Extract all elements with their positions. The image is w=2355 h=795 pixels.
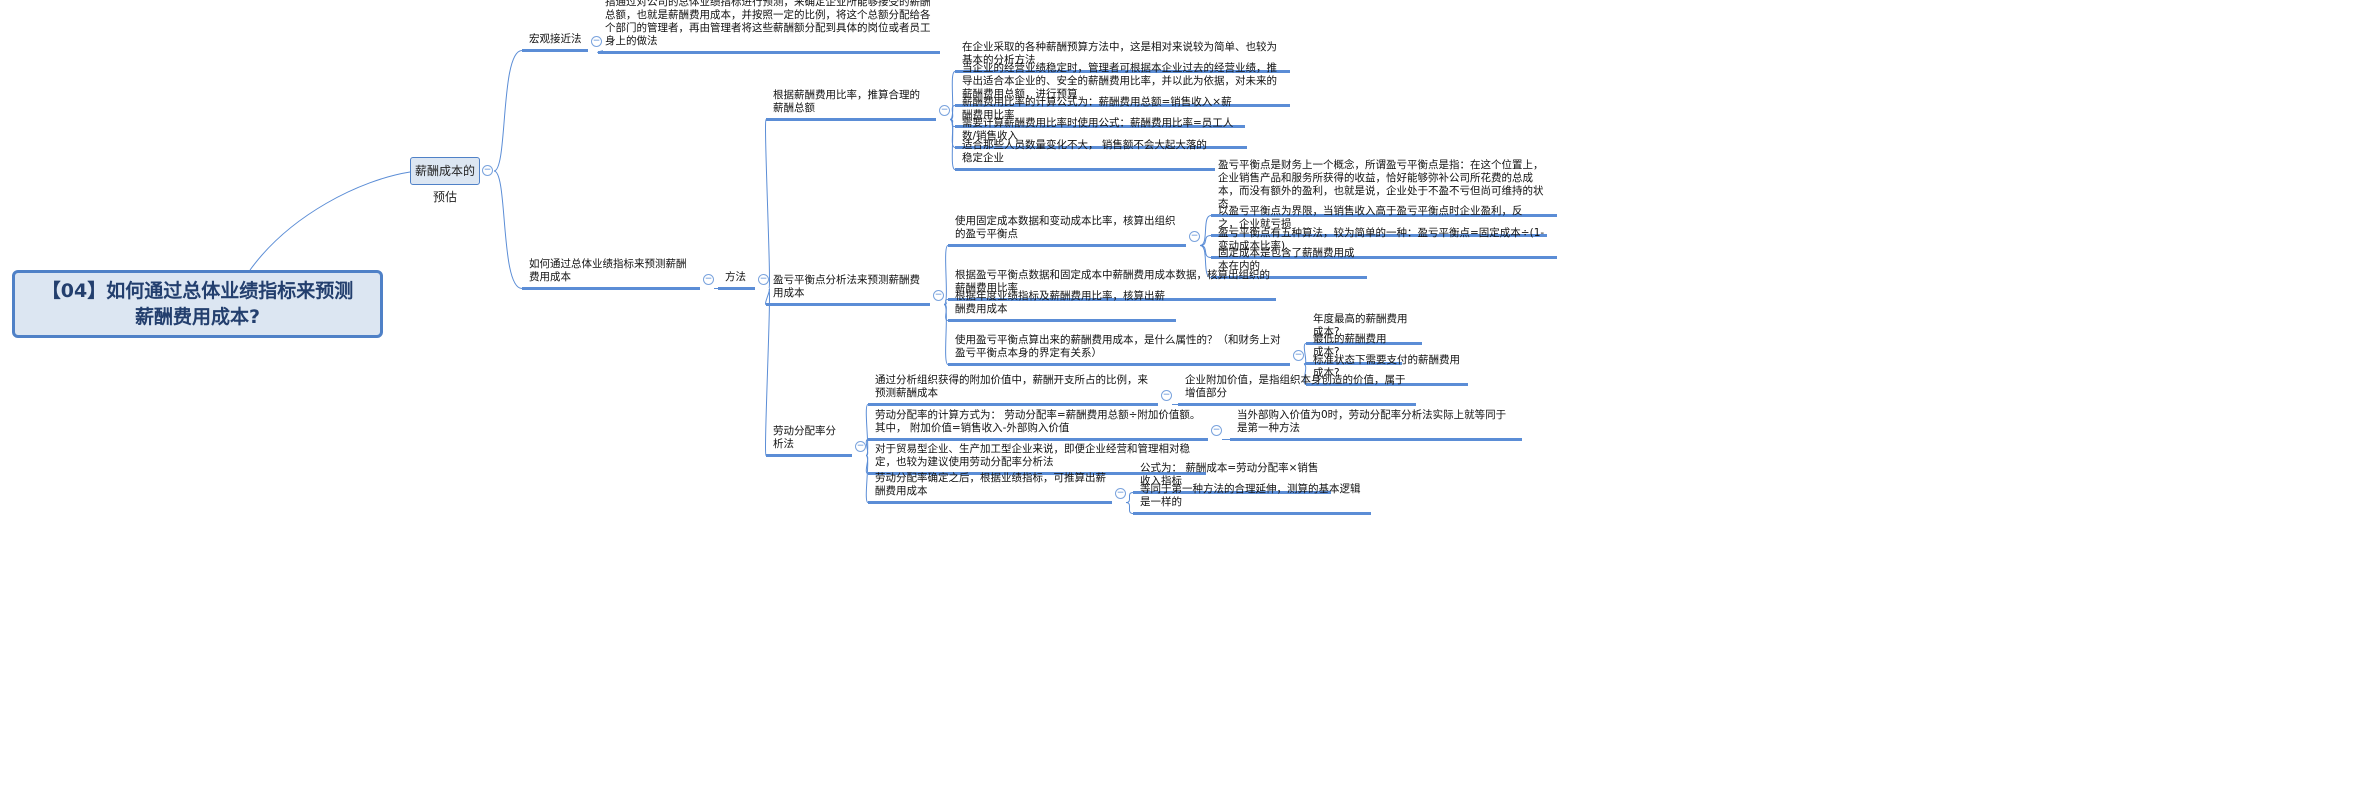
topic-ratio-item[interactable]: 在企业采取的各种薪酬预算方法中，这是相对来说较为简单、也较为基本的分析方法 — [955, 41, 1290, 73]
topic-label: 固定成本是包含了薪酬费用成本在内的 — [1218, 247, 1355, 272]
topic-labor-detail[interactable]: 等同于第一种方法的合理延伸，测算的基本逻辑是一样的 — [1133, 483, 1371, 515]
collapse-minus-icon[interactable]: − — [482, 165, 493, 176]
branch-connector — [1199, 235, 1212, 246]
branch-connector — [493, 50, 523, 172]
topic-ratio-item[interactable]: 需要计算薪酬费用比率时使用公式：薪酬费用比率=员工人数/销售收入 — [955, 117, 1247, 149]
root-title: 【04】如何通过总体业绩指标来预测薪酬费用成本? — [41, 280, 354, 328]
collapse-minus-icon[interactable]: − — [1189, 231, 1200, 242]
topic-breakeven-fact[interactable]: 以盈亏平衡点为界限，当销售收入高于盈亏平衡点时企业盈利，反之，企业就亏损 — [1211, 205, 1547, 237]
collapse-minus-icon[interactable]: − — [933, 290, 944, 301]
topic-labor-detail[interactable]: 企业附加价值，是指组织本身创造的价值，属于增值部分 — [1178, 374, 1416, 406]
topic-labor-item[interactable]: 对于贸易型企业、生产加工型企业来说，即便企业经营和管理相对稳定，也较为建议使用劳… — [868, 443, 1206, 475]
branch-connector — [1199, 215, 1212, 246]
topic-label: 需要计算薪酬费用比率时使用公式：薪酬费用比率=员工人数/销售收入 — [962, 117, 1234, 142]
topic-nature-question[interactable]: 最低的薪酬费用成本? — [1306, 333, 1402, 365]
collapse-minus-icon[interactable]: − — [591, 36, 602, 47]
topic-label: 标准状态下需要支付的薪酬费用成本? — [1313, 354, 1460, 379]
topic-label: 通过分析组织获得的附加价值中，薪酬开支所占的比例，来预测薪酬成本 — [875, 374, 1148, 399]
topic-breakeven-fact[interactable]: 盈亏平衡点有五种算法，较为简单的一种：盈亏平衡点=固定成本÷(1-变动成本比率) — [1211, 227, 1557, 259]
topic-ratio-method[interactable]: 根据薪酬费用比率，推算合理的薪酬总额 − — [766, 89, 950, 121]
topic-label: 当外部购入价值为0时，劳动分配率分析法实际上就等同于是第一种方法 — [1237, 409, 1507, 434]
topic-label: 劳动分配率的计算方式为： 劳动分配率=薪酬费用总额÷附加价值额。其中， 附加价值… — [875, 409, 1201, 434]
topic-label: 劳动分配率分析法 — [773, 425, 836, 450]
topic-how-to[interactable]: 如何通过总体业绩指标来预测薪酬费用成本 − — [522, 258, 714, 290]
topic-label: 等同于第一种方法的合理延伸，测算的基本逻辑是一样的 — [1140, 483, 1361, 508]
branch-connector — [493, 170, 523, 289]
topic-labor-detail[interactable]: 公式为： 薪酬成本=劳动分配率×销售收入指标 — [1133, 462, 1331, 494]
topic-labor-item[interactable]: 劳动分配率的计算方式为： 劳动分配率=薪酬费用总额÷附加价值额。其中， 附加价值… — [868, 409, 1222, 441]
topic-label: 指通过对公司的总体业绩指标进行预测，来确定企业所能够接受的薪酬总额，也就是薪酬费… — [605, 0, 931, 47]
topic-labor-detail[interactable]: 当外部购入价值为0时，劳动分配率分析法实际上就等同于是第一种方法 — [1230, 409, 1522, 441]
topic-label: 公式为： 薪酬成本=劳动分配率×销售收入指标 — [1140, 462, 1319, 487]
topic-ratio-item[interactable]: 当企业的经营业绩稳定时，管理者可根据本企业过去的经营业绩，推导出适合本企业的、安… — [955, 62, 1290, 107]
collapse-minus-icon[interactable]: − — [939, 105, 950, 116]
topic-label: 年度最高的薪酬费用成本? — [1313, 313, 1408, 338]
collapse-minus-icon[interactable]: − — [1161, 390, 1172, 401]
topic-ratio-item[interactable]: 薪酬费用比率的计算公式为：薪酬费用总额=销售收入×薪酬费用比率 — [955, 96, 1245, 128]
topic-label: 根据年度业绩指标及薪酬费用比率，核算出薪酬费用成本 — [955, 290, 1165, 315]
topic-label: 适合那些人员数量变化不大， 销售额不会大起大落的稳定企业 — [962, 139, 1207, 164]
branch-connector — [1199, 245, 1212, 258]
topic-label: 如何通过总体业绩指标来预测薪酬费用成本 — [529, 258, 687, 283]
topic-macro-description[interactable]: 指通过对公司的总体业绩指标进行预测，来确定企业所能够接受的薪酬总额，也就是薪酬费… — [598, 0, 940, 54]
topic-breakeven-step[interactable]: 根据盈亏平衡点数据和固定成本中薪酬费用成本数据，核算出组织的薪酬费用比率 — [948, 269, 1276, 301]
topic-label: 盈亏平衡点有五种算法，较为简单的一种：盈亏平衡点=固定成本÷(1-变动成本比率) — [1218, 227, 1545, 252]
topic-label: 根据盈亏平衡点数据和固定成本中薪酬费用成本数据，核算出组织的薪酬费用比率 — [955, 269, 1270, 294]
topic-labor-item[interactable]: 劳动分配率确定之后，根据业绩指标，可推算出薪酬费用成本− — [868, 472, 1126, 504]
topic-label: 方法 — [725, 271, 746, 283]
topic-label: 当企业的经营业绩稳定时，管理者可根据本企业过去的经营业绩，推导出适合本企业的、安… — [962, 62, 1277, 100]
topic-breakeven-fact[interactable]: 盈亏平衡点是财务上一个概念，所谓盈亏平衡点是指：在这个位置上，企业销售产品和服务… — [1211, 159, 1557, 217]
root-topic[interactable]: 【04】如何通过总体业绩指标来预测薪酬费用成本? — [12, 270, 383, 338]
topic-label: 宏观接近法 — [529, 33, 582, 45]
topic-label: 盈亏平衡点是财务上一个概念，所谓盈亏平衡点是指：在这个位置上，企业销售产品和服务… — [1218, 159, 1544, 210]
topic-label: 以盈亏平衡点为界限，当销售收入高于盈亏平衡点时企业盈利，反之，企业就亏损 — [1218, 205, 1523, 230]
topic-labor-item[interactable]: 通过分析组织获得的附加价值中，薪酬开支所占的比例，来预测薪酬成本 − — [868, 374, 1172, 406]
topic-breakeven-method[interactable]: 盈亏平衡点分析法来预测薪酬费用成本 − — [766, 274, 944, 306]
topic-breakeven-fixed-cost[interactable]: 使用固定成本数据和变动成本比率，核算出组织的盈亏平衡点 − — [948, 215, 1200, 247]
central-topic-label: 薪酬成本的预估 — [414, 164, 475, 204]
branch-connector — [765, 119, 770, 289]
central-topic[interactable]: 薪酬成本的预估− — [410, 157, 493, 204]
topic-label: 薪酬费用比率的计算公式为：薪酬费用总额=销售收入×薪酬费用比率 — [962, 96, 1232, 121]
topic-label: 盈亏平衡点分析法来预测薪酬费用成本 — [773, 274, 920, 299]
topic-breakeven-nature[interactable]: 使用盈亏平衡点算出来的薪酬费用成本，是什么属性的？（和财务上对盈亏平衡点本身的界… — [948, 334, 1304, 366]
root-connector — [249, 171, 411, 271]
topic-label: 使用固定成本数据和变动成本比率，核算出组织的盈亏平衡点 — [955, 215, 1176, 240]
collapse-minus-icon[interactable]: − — [758, 274, 769, 285]
topic-nature-question[interactable]: 标准状态下需要支付的薪酬费用成本? — [1306, 354, 1468, 386]
topic-label: 对于贸易型企业、生产加工型企业来说，即便企业经营和管理相对稳定，也较为建议使用劳… — [875, 443, 1190, 468]
collapse-minus-icon[interactable]: − — [703, 274, 714, 285]
topic-label: 最低的薪酬费用成本? — [1313, 333, 1387, 358]
topic-label: 劳动分配率确定之后，根据业绩指标，可推算出薪酬费用成本 — [875, 472, 1106, 497]
topic-breakeven-fact[interactable]: 固定成本是包含了薪酬费用成本在内的 — [1211, 247, 1367, 279]
topic-method[interactable]: 方法 − — [718, 271, 769, 290]
collapse-minus-icon[interactable]: − — [1211, 425, 1222, 436]
branch-connector — [1125, 492, 1134, 503]
topic-ratio-item[interactable]: 适合那些人员数量变化不大， 销售额不会大起大落的稳定企业 — [955, 139, 1215, 171]
topic-breakeven-step[interactable]: 根据年度业绩指标及薪酬费用比率，核算出薪酬费用成本 — [948, 290, 1176, 322]
collapse-minus-icon[interactable]: − — [855, 441, 866, 452]
topic-macro-approach[interactable]: 宏观接近法− — [522, 33, 602, 52]
topic-label: 根据薪酬费用比率，推算合理的薪酬总额 — [773, 89, 920, 114]
topic-label: 企业附加价值，是指组织本身创造的价值，属于增值部分 — [1185, 374, 1406, 399]
collapse-minus-icon[interactable]: − — [1293, 350, 1304, 361]
branch-connector — [1125, 502, 1134, 514]
topic-nature-question[interactable]: 年度最高的薪酬费用成本? — [1306, 313, 1422, 345]
topic-label: 使用盈亏平衡点算出来的薪酬费用成本，是什么属性的？（和财务上对盈亏平衡点本身的界… — [955, 334, 1281, 359]
topic-labor-distribution-method[interactable]: 劳动分配率分析法 − — [766, 425, 866, 457]
collapse-minus-icon[interactable]: − — [1115, 488, 1126, 499]
topic-label: 在企业采取的各种薪酬预算方法中，这是相对来说较为简单、也较为基本的分析方法 — [962, 41, 1277, 66]
